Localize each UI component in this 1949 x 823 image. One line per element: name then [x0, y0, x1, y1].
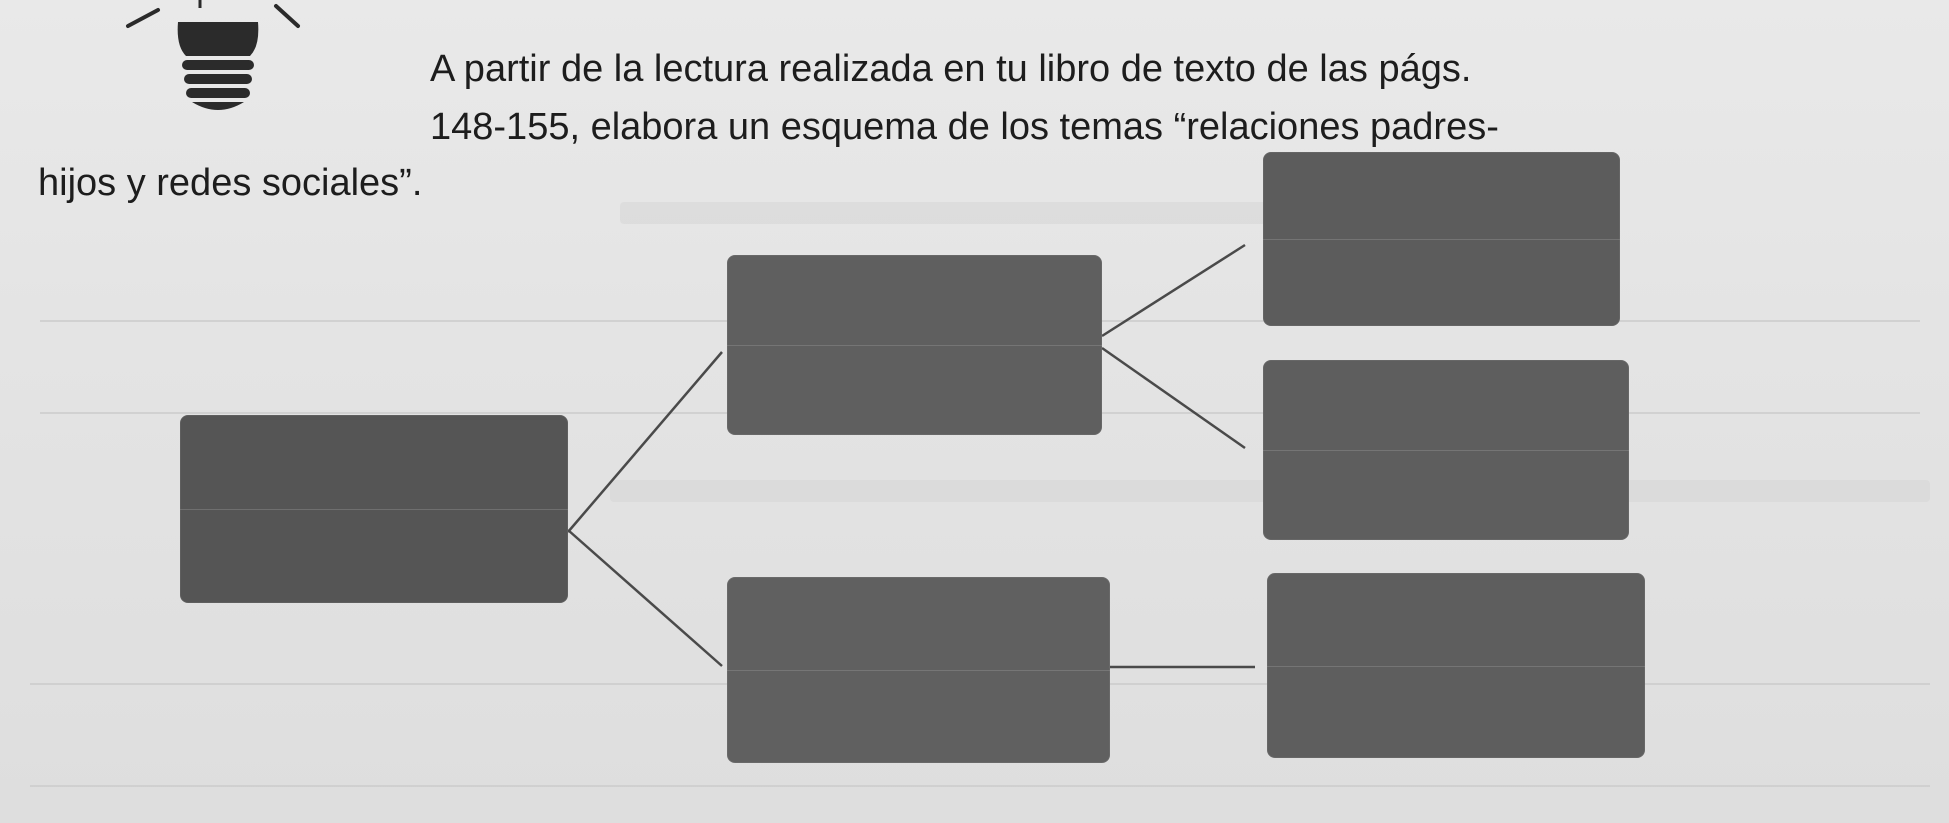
scheme-box-detail-2[interactable]	[1263, 360, 1629, 540]
connector-root-to-lower	[567, 529, 723, 667]
connector-upper-to-r2	[1101, 346, 1246, 450]
scheme-box-subtopic-upper[interactable]	[727, 255, 1102, 435]
ruled-line	[30, 785, 1930, 787]
scheme-box-subtopic-lower[interactable]	[727, 577, 1110, 763]
instruction-line-3: hijos y redes sociales”.	[38, 162, 423, 204]
connector-upper-to-r1	[1101, 243, 1246, 338]
instruction-line-1: A partir de la lectura realizada en tu l…	[430, 48, 1472, 90]
scheme-box-detail-1[interactable]	[1263, 152, 1620, 326]
scheme-box-detail-3[interactable]	[1267, 573, 1645, 758]
scheme-box-main-topic[interactable]	[180, 415, 568, 603]
instruction-line-2: 148-155, elabora un esquema de los temas…	[430, 106, 1499, 148]
connector-root-to-upper	[567, 351, 723, 533]
light-bulb-icon	[126, 0, 300, 110]
